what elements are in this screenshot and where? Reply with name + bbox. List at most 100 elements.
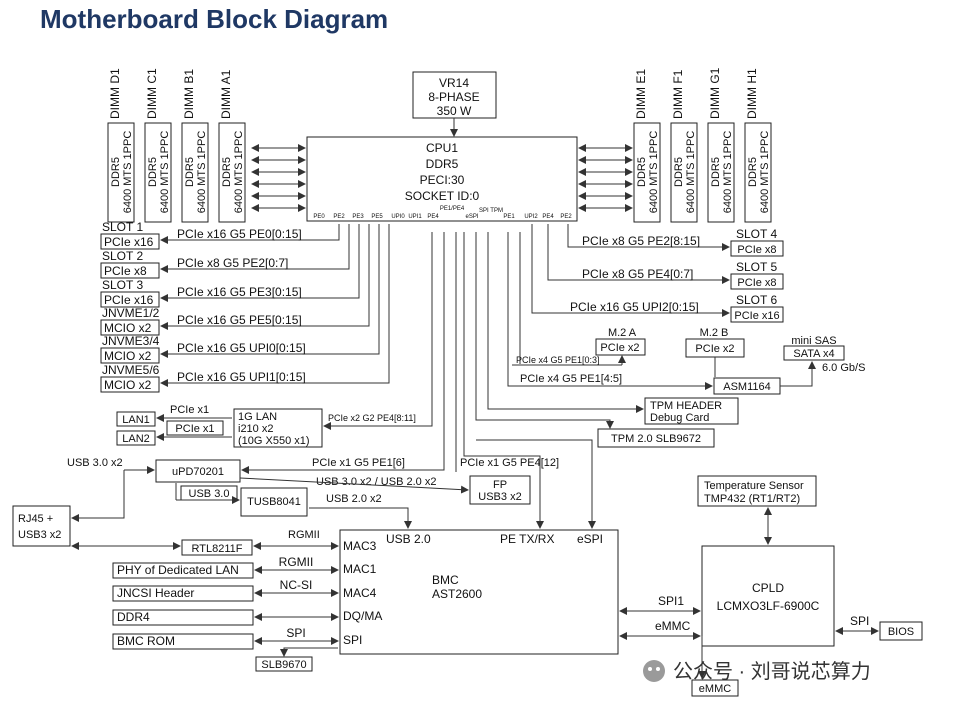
dimm-type: DDR5: [636, 157, 648, 187]
cpu-port-label: PE4: [542, 214, 554, 220]
slot-type: PCIe x16: [104, 235, 154, 249]
bios-name: BIOS: [888, 626, 914, 638]
asm-link: PCIe x4 G5 PE1[4:5]: [520, 373, 622, 385]
slot-name: JNVME5/6: [102, 363, 160, 377]
lan-section: LAN1 LAN2 PCIe x1 PCIe x1 1G LAN i210 x2…: [116, 404, 416, 448]
cpu-port-label: PE0: [313, 214, 325, 220]
slot-name: SLOT 6: [736, 293, 777, 307]
cpld-bios-spi: SPI: [850, 614, 869, 628]
lan-chip-name: 1G LAN: [238, 411, 277, 423]
lan-link: PCIe x2 G2 PE4[8:11]: [328, 413, 416, 423]
m2b-type: PCIe x2: [695, 343, 734, 355]
slot-link-line: [160, 224, 390, 387]
usb30-label: USB 3.0: [189, 488, 230, 500]
tpm-header-name: TPM HEADER: [650, 400, 722, 412]
slot-link-label: PCIe x16 G5 PE3[0:15]: [177, 285, 302, 299]
cpu-name: CPU1: [426, 141, 458, 155]
lan1-port: LAN1: [122, 414, 150, 426]
slot-name: SLOT 5: [736, 260, 777, 274]
watermark: 公众号 · 刘哥说芯算力: [643, 660, 871, 683]
dimm-speed: 6400 MTS 1PPC: [122, 131, 134, 214]
slot-type: MCIO x2: [104, 321, 152, 335]
dimm-speed: 6400 MTS 1PPC: [722, 131, 734, 214]
peripheral-bus-label: NC-SI: [280, 578, 313, 592]
upd-chip: uPD70201: [172, 466, 224, 478]
dimm-type: DDR5: [184, 157, 196, 187]
diagram-title: Motherboard Block Diagram: [40, 4, 389, 34]
dimm-type: DDR5: [110, 157, 122, 187]
slot-link-line: [160, 224, 370, 330]
vr14-box: VR14 8-PHASE 350 W: [412, 71, 497, 119]
dimm-type: DDR5: [710, 157, 722, 187]
rtl-box: RTL8211F: [181, 539, 253, 556]
cpu-port-label: PE2: [560, 214, 572, 220]
bmc-dqma: DQ/MA: [343, 609, 382, 623]
slot-link-line: [160, 224, 360, 302]
dimm-speed: 6400 MTS 1PPC: [759, 131, 771, 214]
m2a-type: PCIe x2: [600, 342, 639, 354]
slot-name: SLOT 4: [736, 227, 777, 241]
peripheral-bus-label: RGMII: [279, 555, 314, 569]
peripheral-name: BMC ROM: [117, 634, 175, 648]
cpu-port-label: PE1/PE4: [440, 206, 465, 212]
dimm-type: DDR5: [673, 157, 685, 187]
rj45-line1: RJ45 +: [18, 513, 53, 525]
slot-link-line: [160, 224, 350, 273]
slot-name: JNVME3/4: [102, 334, 160, 348]
cpld-name: CPLD: [752, 581, 784, 595]
slot-link-line: [567, 224, 730, 251]
right-slot-5: SLOT 5 PCIe x8 PCIe x8 G5 PE4[0:7]: [547, 224, 784, 290]
temp-sensor-name: Temperature Sensor: [704, 480, 804, 492]
vr-phase: 8-PHASE: [428, 90, 479, 104]
slot-link-line: [531, 224, 730, 317]
bmc-espi: eSPI: [577, 532, 603, 546]
slot-link-label: PCIe x8 G5 PE4[0:7]: [582, 267, 693, 281]
cpu-port-label: UPI1: [408, 214, 422, 220]
lan-pcie2: PCIe x1: [175, 423, 214, 435]
cpld-emmc: eMMC: [655, 619, 691, 633]
m2b-box: M.2 B PCIe x2: [685, 327, 745, 358]
slb-name: SLB9670: [261, 659, 306, 671]
dimm-type: DDR5: [221, 157, 233, 187]
rj45-box: RJ45 + USB3 x2: [12, 505, 71, 547]
bmc-spi: SPI: [343, 633, 362, 647]
slot-link-label: PCIe x16 G5 UPI0[0:15]: [177, 341, 306, 355]
m2a-box: M.2 A PCIe x2: [595, 327, 646, 356]
vr-name: VR14: [439, 76, 469, 90]
dimm-type: DDR5: [747, 157, 759, 187]
slot-type: PCIe x8: [104, 264, 147, 278]
dimm-name: DIMM H1: [745, 68, 759, 119]
slot-type: MCIO x2: [104, 378, 152, 392]
slot-link-line: [160, 224, 380, 358]
minisas-name: mini SAS: [791, 335, 836, 347]
pe4-link: PCIe x1 G5 PE4[12]: [460, 457, 559, 469]
bmc-mac3: MAC3: [343, 539, 377, 553]
tpm-header-debug: Debug Card: [650, 412, 709, 424]
asm-name: ASM1164: [723, 381, 771, 393]
bmc-box: BMC AST2600 MAC3 MAC1 MAC4 DQ/MA SPI USB…: [339, 529, 619, 655]
minisas-box: mini SAS SATA x4 6.0 Gb/S: [783, 335, 865, 374]
slot-type: PCIe x8: [737, 277, 776, 289]
cpu-port-label: PE2: [333, 214, 345, 220]
slot-link-line: [547, 224, 730, 284]
bios-box: BIOS: [879, 621, 923, 641]
cpu-port-label: UPI2: [524, 214, 538, 220]
